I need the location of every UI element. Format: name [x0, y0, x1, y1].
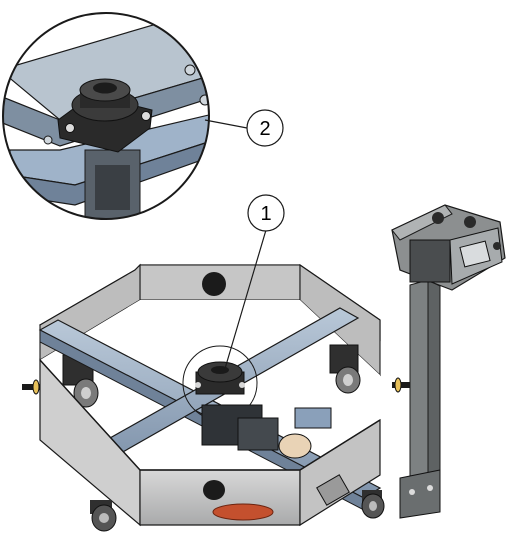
- caster-wheel-front-left-icon: [90, 500, 117, 532]
- dolly-assembly: [22, 204, 506, 532]
- callout-1: 1: [223, 194, 285, 373]
- detail-magnifier-circle-icon: [2, 12, 210, 220]
- callout-2-label: 2: [259, 118, 270, 140]
- side-knob-right-icon: [392, 377, 412, 393]
- motor-end-cap: [278, 433, 312, 459]
- caster-wheel-front-right-icon: [361, 490, 385, 519]
- drive-motor: [201, 404, 332, 459]
- brand-label-plate: [212, 503, 274, 521]
- side-knob-left-icon: [22, 379, 42, 395]
- detail-view: [2, 12, 210, 220]
- callout-1-label: 1: [260, 203, 271, 225]
- callout-2: 2: [204, 109, 284, 147]
- frame-hole-back: [202, 272, 226, 296]
- handle-mount-icon: [391, 204, 506, 519]
- center-hub: [195, 361, 245, 395]
- frame-hole-front: [203, 480, 225, 500]
- bearing-block-icon: [57, 78, 153, 153]
- caster-wheel-back-right-icon: [329, 344, 361, 394]
- caster-wheel-back-left-icon: [62, 354, 99, 408]
